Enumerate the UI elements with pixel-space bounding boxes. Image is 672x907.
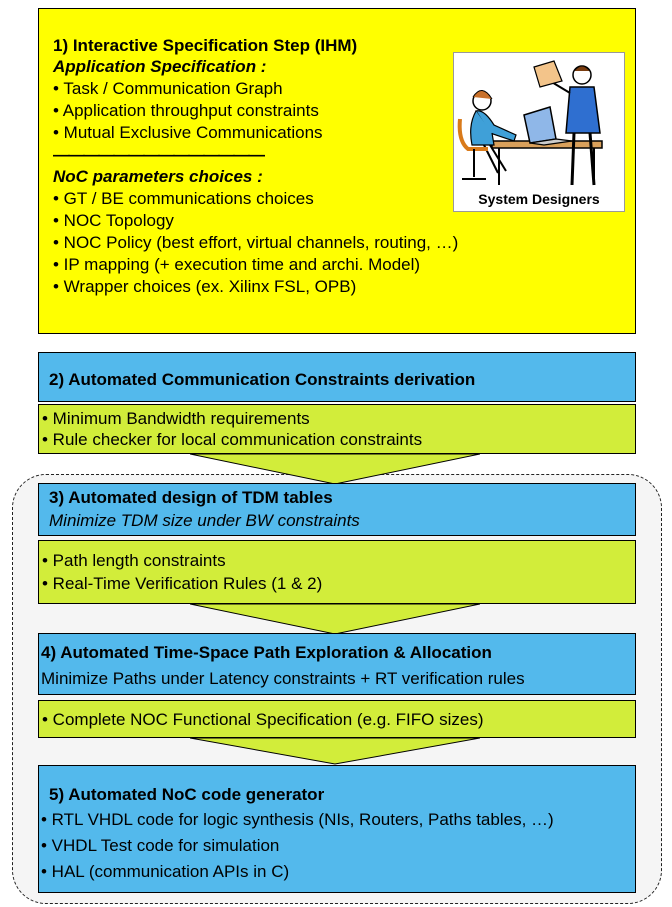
step2-title: 2) Automated Communication Constraints d… bbox=[49, 370, 476, 389]
step4-item: • Complete NOC Functional Specification … bbox=[42, 710, 484, 729]
step1-app-item: • Mutual Exclusive Communications bbox=[53, 123, 323, 142]
step1-noc-item: • NOC Topology bbox=[53, 211, 174, 230]
step1-separator: —————————————— bbox=[53, 145, 265, 164]
step3-item: • Real-Time Verification Rules (1 & 2) bbox=[42, 574, 323, 593]
step3-details-box: • Path length constraints • Real-Time Ve… bbox=[38, 540, 636, 604]
step3-title: 3) Automated design of TDM tables bbox=[49, 488, 333, 507]
step1-box: 1) Interactive Specification Step (IHM) … bbox=[38, 8, 636, 334]
step4-subtitle: Minimize Paths under Latency constraints… bbox=[41, 669, 525, 688]
step1-app-item: • Task / Communication Graph bbox=[53, 79, 283, 98]
system-designers-image: System Designers bbox=[453, 52, 625, 212]
step5-title: 5) Automated NoC code generator bbox=[49, 785, 325, 804]
step2-item: • Minimum Bandwidth requirements bbox=[42, 409, 310, 428]
step1-app-heading: Application Specification : bbox=[53, 57, 267, 76]
step3-subtitle: Minimize TDM size under BW constraints bbox=[49, 511, 360, 530]
step3-item: • Path length constraints bbox=[42, 551, 226, 570]
designers-illustration-icon bbox=[457, 60, 603, 186]
step1-noc-heading: NoC parameters choices : bbox=[53, 167, 263, 186]
step5-box: 5) Automated NoC code generator • RTL VH… bbox=[38, 765, 636, 893]
arrow-down-icon bbox=[190, 738, 480, 765]
system-designers-caption: System Designers bbox=[478, 191, 600, 207]
step2-box: 2) Automated Communication Constraints d… bbox=[38, 352, 636, 402]
step4-title: 4) Automated Time-Space Path Exploration… bbox=[41, 643, 492, 662]
arrow-down-icon bbox=[190, 454, 480, 485]
step5-item: • RTL VHDL code for logic synthesis (NIs… bbox=[41, 810, 554, 829]
step2-item: • Rule checker for local communication c… bbox=[42, 430, 423, 449]
step1-noc-item: • IP mapping (+ execution time and archi… bbox=[53, 255, 421, 274]
step5-item: • HAL (communication APIs in C) bbox=[41, 862, 290, 881]
step1-app-item: • Application throughput constraints bbox=[53, 101, 319, 120]
arrow-down-icon bbox=[190, 604, 480, 635]
step4-box: 4) Automated Time-Space Path Exploration… bbox=[38, 633, 636, 695]
step5-item: • VHDL Test code for simulation bbox=[41, 836, 280, 855]
step1-noc-item: • Wrapper choices (ex. Xilinx FSL, OPB) bbox=[53, 277, 357, 296]
step1-title: 1) Interactive Specification Step (IHM) bbox=[53, 36, 358, 55]
step3-box: 3) Automated design of TDM tables Minimi… bbox=[38, 483, 636, 536]
step2-details-box: • Minimum Bandwidth requirements • Rule … bbox=[38, 404, 636, 454]
step1-noc-item: • GT / BE communications choices bbox=[53, 189, 314, 208]
step4-details-box: • Complete NOC Functional Specification … bbox=[38, 700, 636, 738]
step1-noc-item: • NOC Policy (best effort, virtual chann… bbox=[53, 233, 459, 252]
